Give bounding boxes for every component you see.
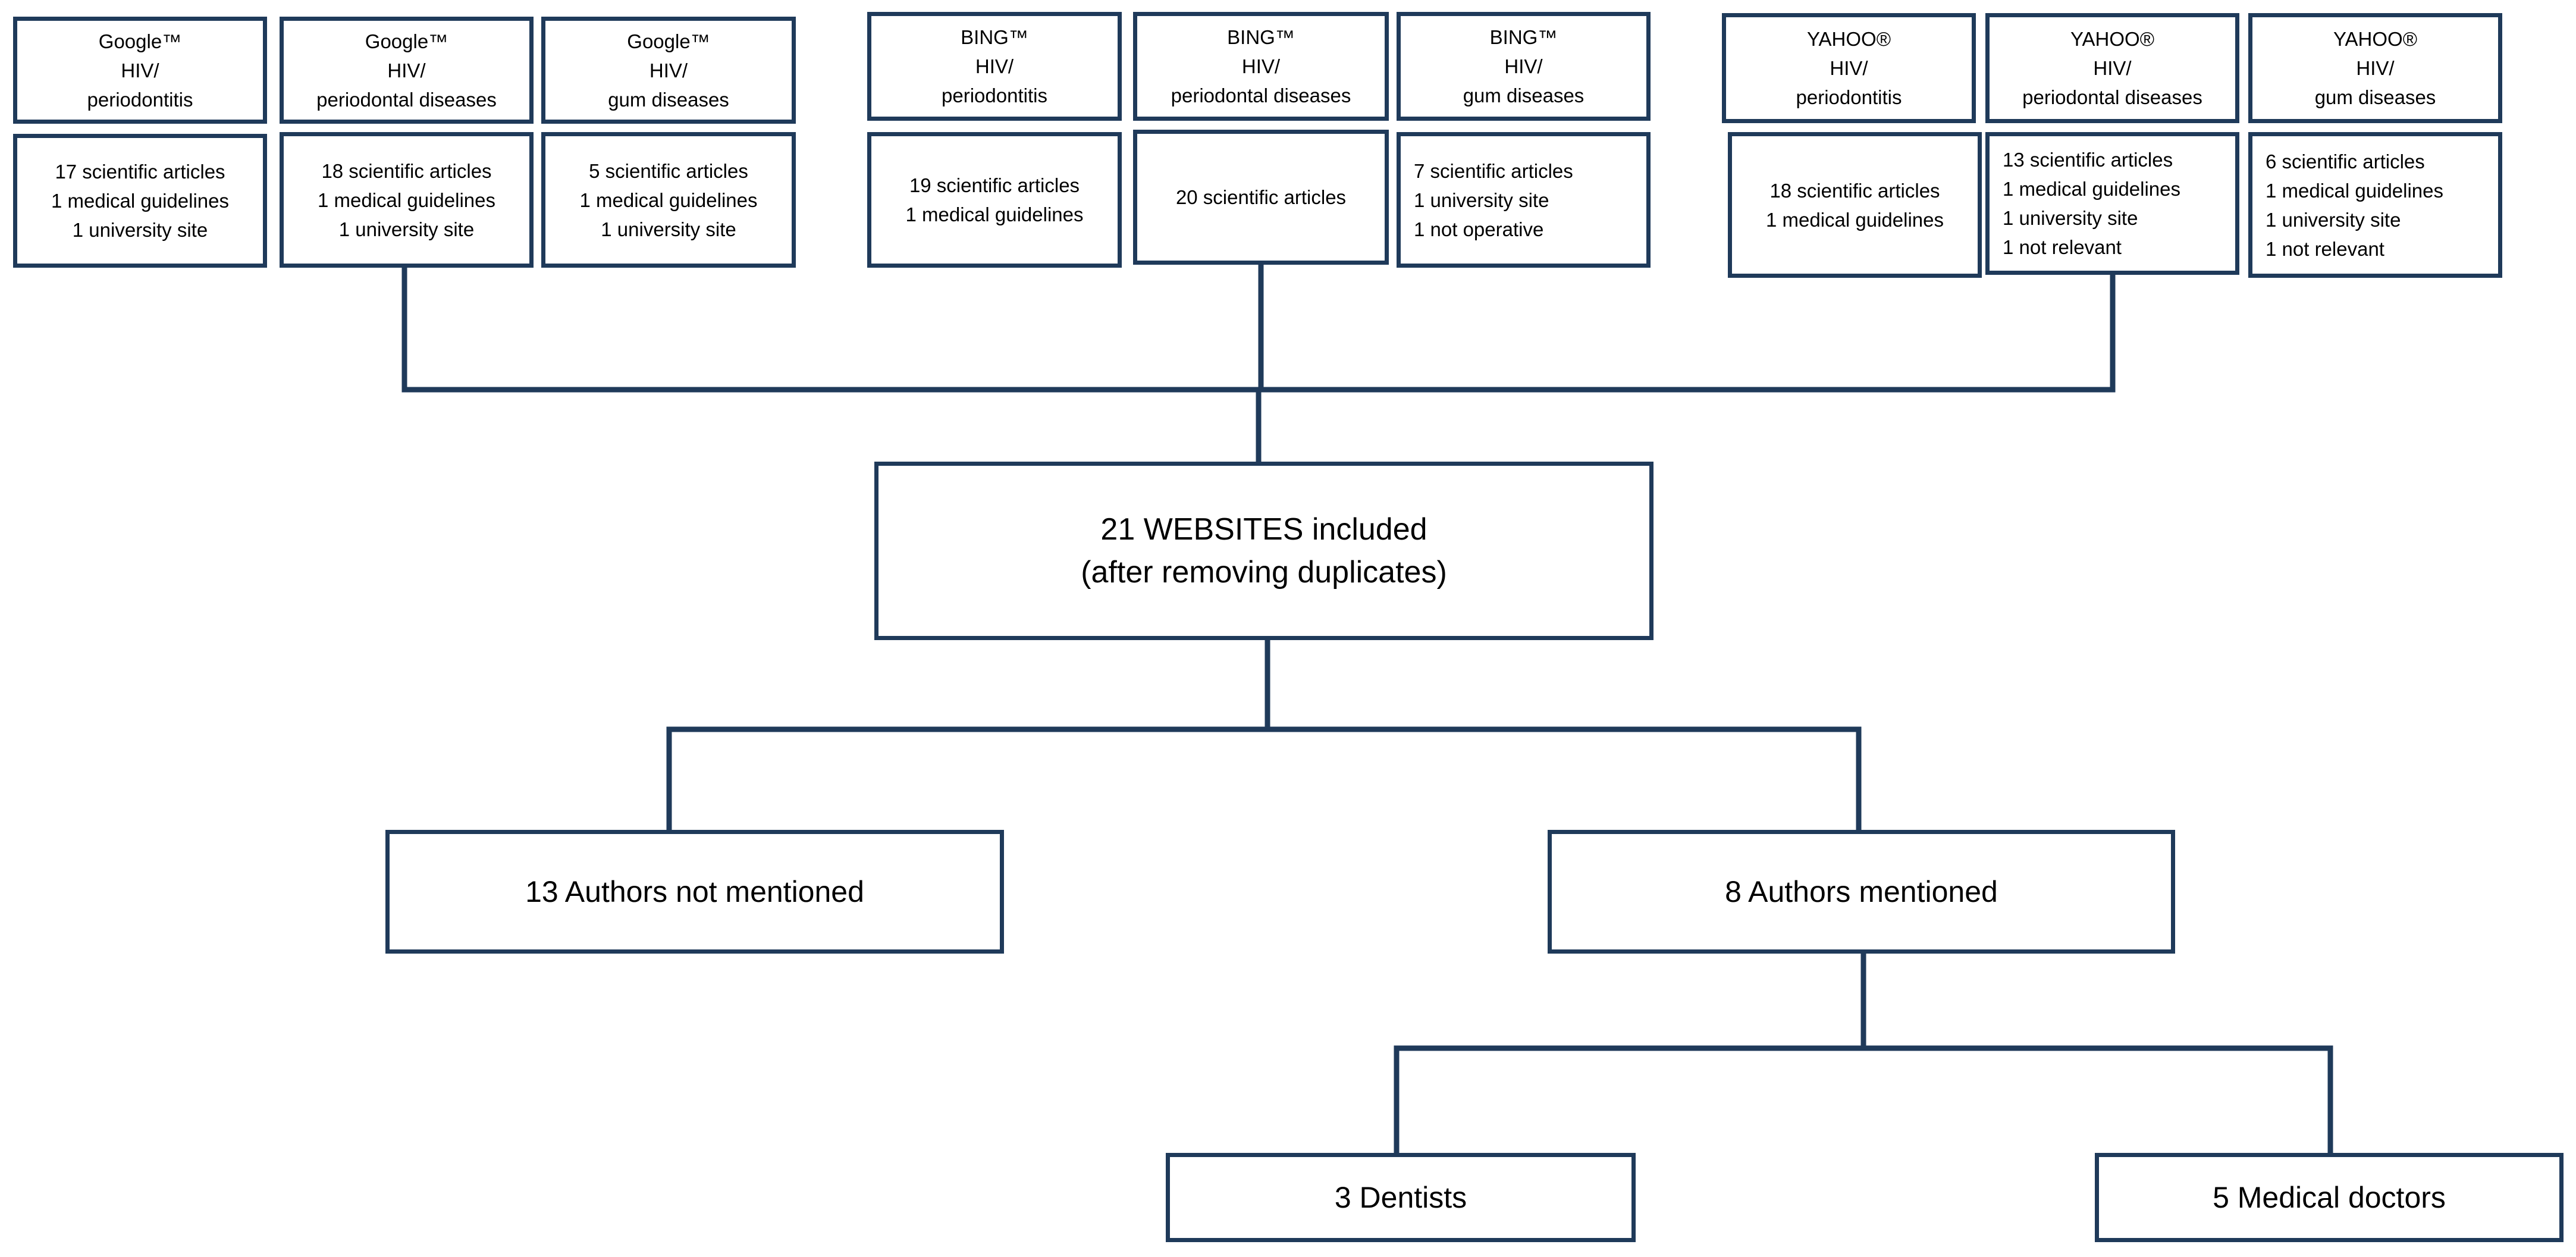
result-line: 6 scientific articles — [2266, 150, 2425, 173]
results-yahoo-periodontitis: 18 scientific articles 1 medical guideli… — [1728, 132, 1982, 278]
header-term: gum diseases — [2314, 86, 2436, 108]
websites-included-box: 21 WEBSITES included (after removing dup… — [874, 462, 1653, 640]
result-line: 7 scientific articles — [1414, 159, 1573, 182]
result-line: 1 medical guidelines — [317, 189, 495, 211]
results-yahoo-gum-diseases: 6 scientific articles 1 medical guidelin… — [2248, 132, 2502, 278]
authors-mentioned-label: 8 Authors mentioned — [1725, 875, 1998, 908]
result-line: 1 not relevant — [2266, 237, 2384, 260]
header-engine: BING™ — [1489, 26, 1558, 48]
result-line: 20 scientific articles — [1175, 186, 1347, 208]
results-google-gum-diseases: 5 scientific articles 1 medical guidelin… — [541, 132, 796, 268]
result-line: 1 university site — [2003, 207, 2138, 229]
search-header-google-periodontal-diseases: Google™ HIV/ periodontal diseases — [280, 17, 534, 124]
result-line: 5 scientific articles — [589, 159, 748, 182]
header-topic: HIV/ — [387, 59, 426, 81]
header-topic: HIV/ — [1830, 57, 1868, 79]
header-term: periodontitis — [87, 88, 193, 111]
header-topic: HIV/ — [649, 59, 688, 81]
results-bing-periodontal-diseases: 20 scientific articles — [1133, 130, 1389, 265]
header-topic: HIV/ — [975, 55, 1014, 77]
result-line: 1 university site — [2266, 208, 2401, 231]
result-line: 1 medical guidelines — [579, 189, 758, 211]
header-engine: BING™ — [1227, 26, 1295, 48]
result-line: 1 university site — [1414, 189, 1549, 211]
dentists-box: 3 Dentists — [1166, 1153, 1636, 1242]
authors-not-mentioned-box: 13 Authors not mentioned — [385, 830, 1004, 954]
result-line: 1 not operative — [1414, 218, 1544, 240]
result-line: 1 university site — [338, 218, 475, 240]
medical-doctors-box: 5 Medical doctors — [2095, 1153, 2564, 1242]
search-header-google-gum-diseases: Google™ HIV/ gum diseases — [541, 17, 796, 124]
search-header-bing-periodontal-diseases: BING™ HIV/ periodontal diseases — [1133, 12, 1389, 121]
websites-included-count: 21 WEBSITES included — [1100, 512, 1427, 547]
results-google-periodontal-diseases: 18 scientific articles 1 medical guideli… — [280, 132, 534, 268]
header-engine: YAHOO® — [1806, 28, 1891, 50]
result-line: 1 university site — [72, 219, 208, 241]
authors-mentioned-box: 8 Authors mentioned — [1548, 830, 2175, 954]
search-header-yahoo-periodontitis: YAHOO® HIV/ periodontitis — [1722, 13, 1976, 123]
authors-not-mentioned-label: 13 Authors not mentioned — [525, 875, 864, 908]
search-header-bing-gum-diseases: BING™ HIV/ gum diseases — [1397, 12, 1651, 121]
result-line: 1 not relevant — [2003, 236, 2122, 258]
result-line: 19 scientific articles — [909, 174, 1080, 196]
header-topic: HIV/ — [1241, 55, 1281, 77]
header-topic: HIV/ — [121, 59, 159, 81]
header-engine: YAHOO® — [2070, 28, 2155, 50]
result-line: 1 medical guidelines — [1765, 208, 1944, 231]
results-yahoo-periodontal-diseases: 13 scientific articles 1 medical guideli… — [1985, 132, 2239, 275]
header-engine: BING™ — [961, 26, 1028, 48]
result-line: 18 scientific articles — [321, 159, 492, 182]
result-line: 1 medical guidelines — [2266, 179, 2444, 202]
result-line: 17 scientific articles — [55, 161, 225, 183]
header-engine: YAHOO® — [2333, 28, 2418, 50]
header-term: periodontitis — [1796, 86, 1902, 108]
result-line: 1 medical guidelines — [2003, 178, 2181, 200]
search-header-google-periodontitis: Google™ HIV/ periodontitis — [13, 17, 267, 124]
results-google-periodontitis: 17 scientific articles 1 medical guideli… — [13, 134, 267, 268]
results-bing-gum-diseases: 7 scientific articles 1 university site … — [1397, 132, 1651, 268]
result-line: 1 medical guidelines — [51, 190, 229, 212]
header-term: periodontitis — [942, 84, 1047, 106]
header-engine: Google™ — [365, 30, 448, 52]
results-bing-periodontitis: 19 scientific articles 1 medical guideli… — [867, 132, 1122, 268]
dentists-label: 3 Dentists — [1334, 1181, 1467, 1214]
header-term: periodontal diseases — [2022, 86, 2202, 108]
header-term: gum diseases — [608, 88, 729, 111]
websites-included-note: (after removing duplicates) — [1081, 555, 1447, 590]
header-engine: Google™ — [627, 30, 710, 52]
search-header-yahoo-periodontal-diseases: YAHOO® HIV/ periodontal diseases — [1985, 13, 2239, 123]
header-term: periodontal diseases — [316, 88, 497, 111]
header-term: gum diseases — [1463, 84, 1584, 106]
result-line: 1 university site — [601, 218, 736, 240]
header-topic: HIV/ — [2093, 57, 2132, 79]
header-term: periodontal diseases — [1171, 84, 1351, 106]
header-engine: Google™ — [98, 30, 182, 52]
medical-doctors-label: 5 Medical doctors — [2213, 1181, 2446, 1214]
result-line: 1 medical guidelines — [905, 203, 1084, 225]
result-line: 18 scientific articles — [1769, 179, 1940, 202]
result-line: 13 scientific articles — [2003, 149, 2173, 171]
header-topic: HIV/ — [1504, 55, 1543, 77]
header-topic: HIV/ — [2356, 57, 2395, 79]
search-header-yahoo-gum-diseases: YAHOO® HIV/ gum diseases — [2248, 13, 2502, 123]
search-header-bing-periodontitis: BING™ HIV/ periodontitis — [867, 12, 1122, 121]
